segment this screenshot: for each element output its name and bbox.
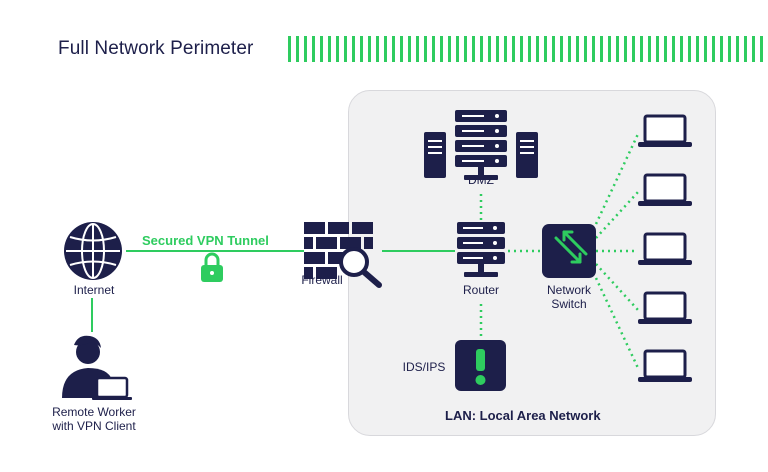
switch-icon <box>542 224 596 278</box>
laptop-icon <box>638 291 692 324</box>
firewall-label: Firewall <box>301 273 343 287</box>
connections <box>91 133 640 369</box>
network-switch-label-line2: Switch <box>551 297 587 311</box>
vpn-tunnel-label: Secured VPN Tunnel <box>142 233 269 248</box>
lan-zone-label: LAN: Local Area Network <box>445 408 601 423</box>
laptop-icon <box>638 349 692 382</box>
globe-icon <box>64 222 122 280</box>
network-switch-label-line1: Network <box>546 283 591 297</box>
remote-worker-label: Remote Worker with VPN Client <box>34 405 154 433</box>
laptop-icon <box>638 232 692 265</box>
server-icon <box>424 110 538 180</box>
decorative-stripes <box>288 36 764 62</box>
magnifier-icon <box>339 247 382 288</box>
laptop-icon <box>92 376 132 400</box>
router-label: Router <box>462 283 500 297</box>
server-icon <box>457 222 505 277</box>
internet-label: Internet <box>73 283 115 297</box>
network-switch-label: Network Switch <box>534 283 604 311</box>
page-title: Full Network Perimeter <box>58 38 254 59</box>
laptop-icon <box>638 114 692 147</box>
alert-icon <box>455 340 506 391</box>
dmz-label: DMZ <box>468 173 494 187</box>
remote-worker-label-line1: Remote Worker <box>52 405 136 419</box>
firewall-icon <box>304 222 373 279</box>
remote-worker-label-line2: with VPN Client <box>52 419 136 433</box>
laptop-icon <box>638 173 692 206</box>
switch-laptop-links <box>594 133 640 369</box>
ids-ips-label: IDS/IPS <box>402 360 446 374</box>
lock-icon <box>201 252 223 282</box>
